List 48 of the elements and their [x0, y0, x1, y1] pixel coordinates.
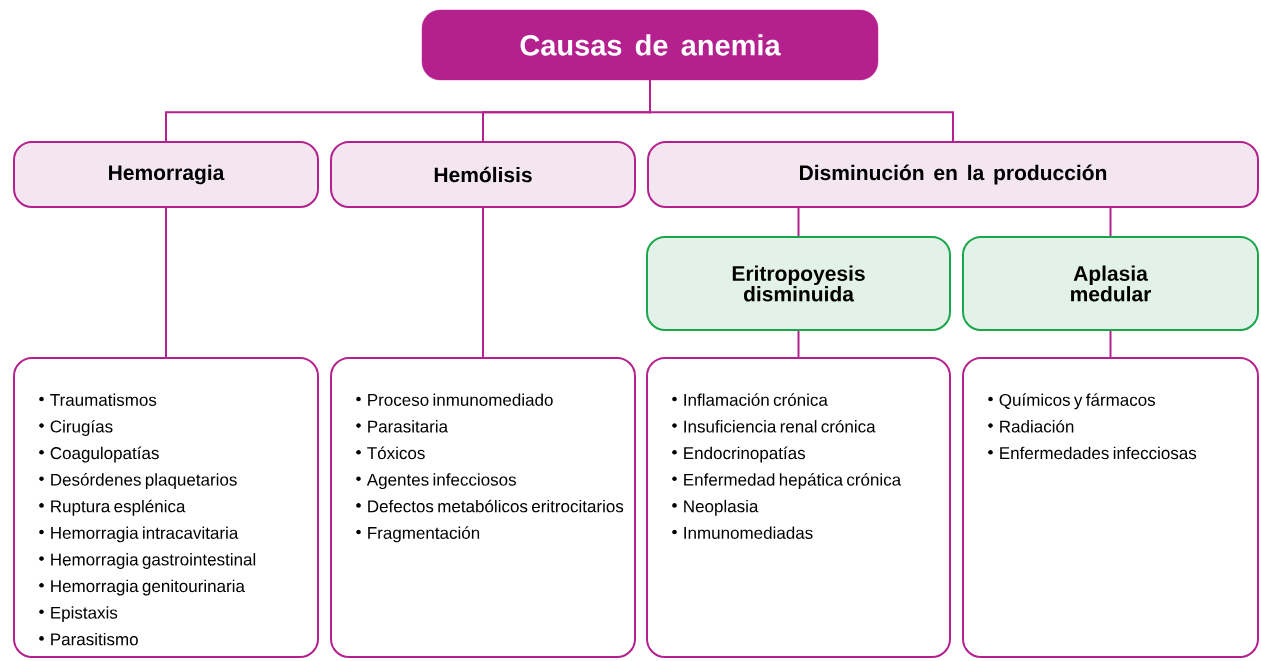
list-item: Epistaxis — [51, 606, 118, 623]
list-box — [962, 357, 1259, 658]
list-box — [13, 357, 319, 658]
list-item: Defectos metabólicos eritrocitarios — [368, 499, 624, 513]
subcategory-box — [646, 236, 951, 331]
list-item: Químicos y fármacos — [999, 393, 1156, 410]
box-label: Eritropoyesis disminuida — [732, 265, 865, 302]
list-item: Hemorragia gastrointestinal — [51, 553, 256, 569]
box-label: Hemólisis — [434, 166, 532, 183]
category-box — [647, 141, 1259, 208]
list-item: Hemorragia genitourinaria — [51, 579, 245, 596]
category-box — [13, 141, 319, 208]
list-item: Proceso inmunomediado — [368, 393, 553, 406]
list-item: Endocrinopatías — [684, 446, 806, 463]
list-item: Radiación — [1000, 419, 1074, 433]
list-item: Parasitismo — [51, 632, 138, 646]
connector-line — [649, 79, 954, 142]
box-label: Hemorragia — [109, 164, 225, 185]
list-item: Coagulopatías — [50, 446, 159, 463]
list-item: Tóxicos — [367, 446, 425, 460]
list-item: Insuficiencia renal crónica — [684, 419, 876, 433]
heading-box — [421, 9, 879, 81]
list-box — [330, 357, 636, 658]
box-label: Causas de anemia — [520, 34, 781, 56]
connector-line — [1109, 330, 1112, 358]
list-item: Inflamación crónica — [684, 393, 828, 406]
list-item: Desórdenes plaquetarios — [51, 473, 237, 490]
list-item: Enfermedades infecciosas — [1000, 446, 1197, 460]
connector-line — [165, 207, 167, 358]
list-item: Enfermedad hepática crónica — [684, 473, 902, 490]
box-label: Disminución en la producción — [800, 164, 1107, 185]
list-item: Fragmentación — [368, 526, 480, 543]
category-box — [330, 141, 636, 208]
list-item: Agentes infecciosos — [366, 473, 516, 490]
list-item: Parasitaria — [368, 420, 449, 433]
list-item: Traumatismos — [50, 393, 157, 406]
list-box — [646, 357, 951, 658]
list-item: Inmunomediadas — [684, 526, 813, 539]
box-label: Aplasia medular — [1071, 265, 1152, 302]
list-item: Ruptura esplénica — [51, 499, 186, 516]
list-item: Cirugías — [50, 419, 113, 436]
list-item: Neoplasia — [684, 499, 759, 516]
list-item: Hemorragia intracavitaria — [51, 526, 239, 543]
connector-line — [482, 207, 484, 358]
connector-line — [1109, 207, 1112, 237]
connector-line — [797, 330, 800, 358]
connector-line — [797, 207, 800, 237]
subcategory-box — [962, 236, 1259, 331]
